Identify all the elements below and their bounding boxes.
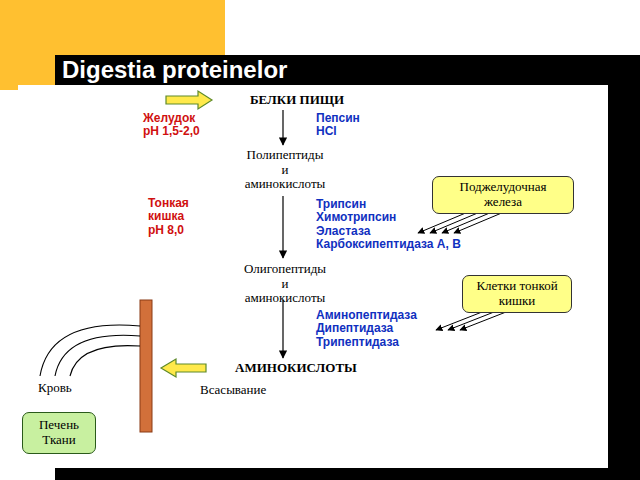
blood-vessel — [140, 300, 152, 432]
flow-arrow — [282, 196, 283, 258]
enzyme-list: Аминопептидаза Дипептидаза Трипептидаза — [316, 309, 417, 349]
box-text: Клетки тонкой кишки — [476, 279, 557, 308]
white-panel — [18, 85, 608, 468]
target-box: Печень Ткани — [22, 412, 96, 454]
blood-arc — [55, 335, 140, 376]
process-label: Всасывание — [200, 383, 266, 398]
source-box: Клетки тонкой кишки — [462, 275, 572, 313]
blood-label: Кровь — [38, 381, 72, 396]
box-text: Печень Ткани — [39, 418, 79, 447]
block-arrow — [161, 359, 206, 377]
secretion-arrow — [460, 312, 506, 330]
secretion-arrow — [430, 212, 480, 233]
enzyme-list: Пепсин HCl — [316, 112, 360, 139]
stage-label: БЕЛКИ ПИЩИ — [250, 93, 344, 108]
box-text: Поджелудочная железа — [460, 180, 547, 209]
secretion-arrow — [436, 312, 482, 330]
flow-arrow — [282, 300, 283, 358]
stage-label: Олигопептиды и аминокислоты — [244, 262, 326, 306]
source-box: Поджелудочная железа — [432, 176, 574, 214]
organ-label: Тонкая кишка pH 8,0 — [148, 197, 189, 237]
block-arrow — [166, 91, 212, 109]
organ-label: Желудок pH 1,5-2,0 — [143, 112, 200, 139]
secretion-arrow — [454, 212, 504, 233]
secretion-arrow — [448, 312, 494, 330]
stage-label: АМИНОКИСЛОТЫ — [235, 361, 357, 376]
flow-arrow — [282, 110, 283, 145]
stage-label: Полипептиды и аминокислоты — [245, 148, 326, 192]
blood-arc — [40, 325, 140, 376]
slide-title: Digestia proteinelor — [62, 56, 287, 84]
blood-arc — [70, 346, 140, 376]
secretion-arrow — [442, 212, 492, 233]
